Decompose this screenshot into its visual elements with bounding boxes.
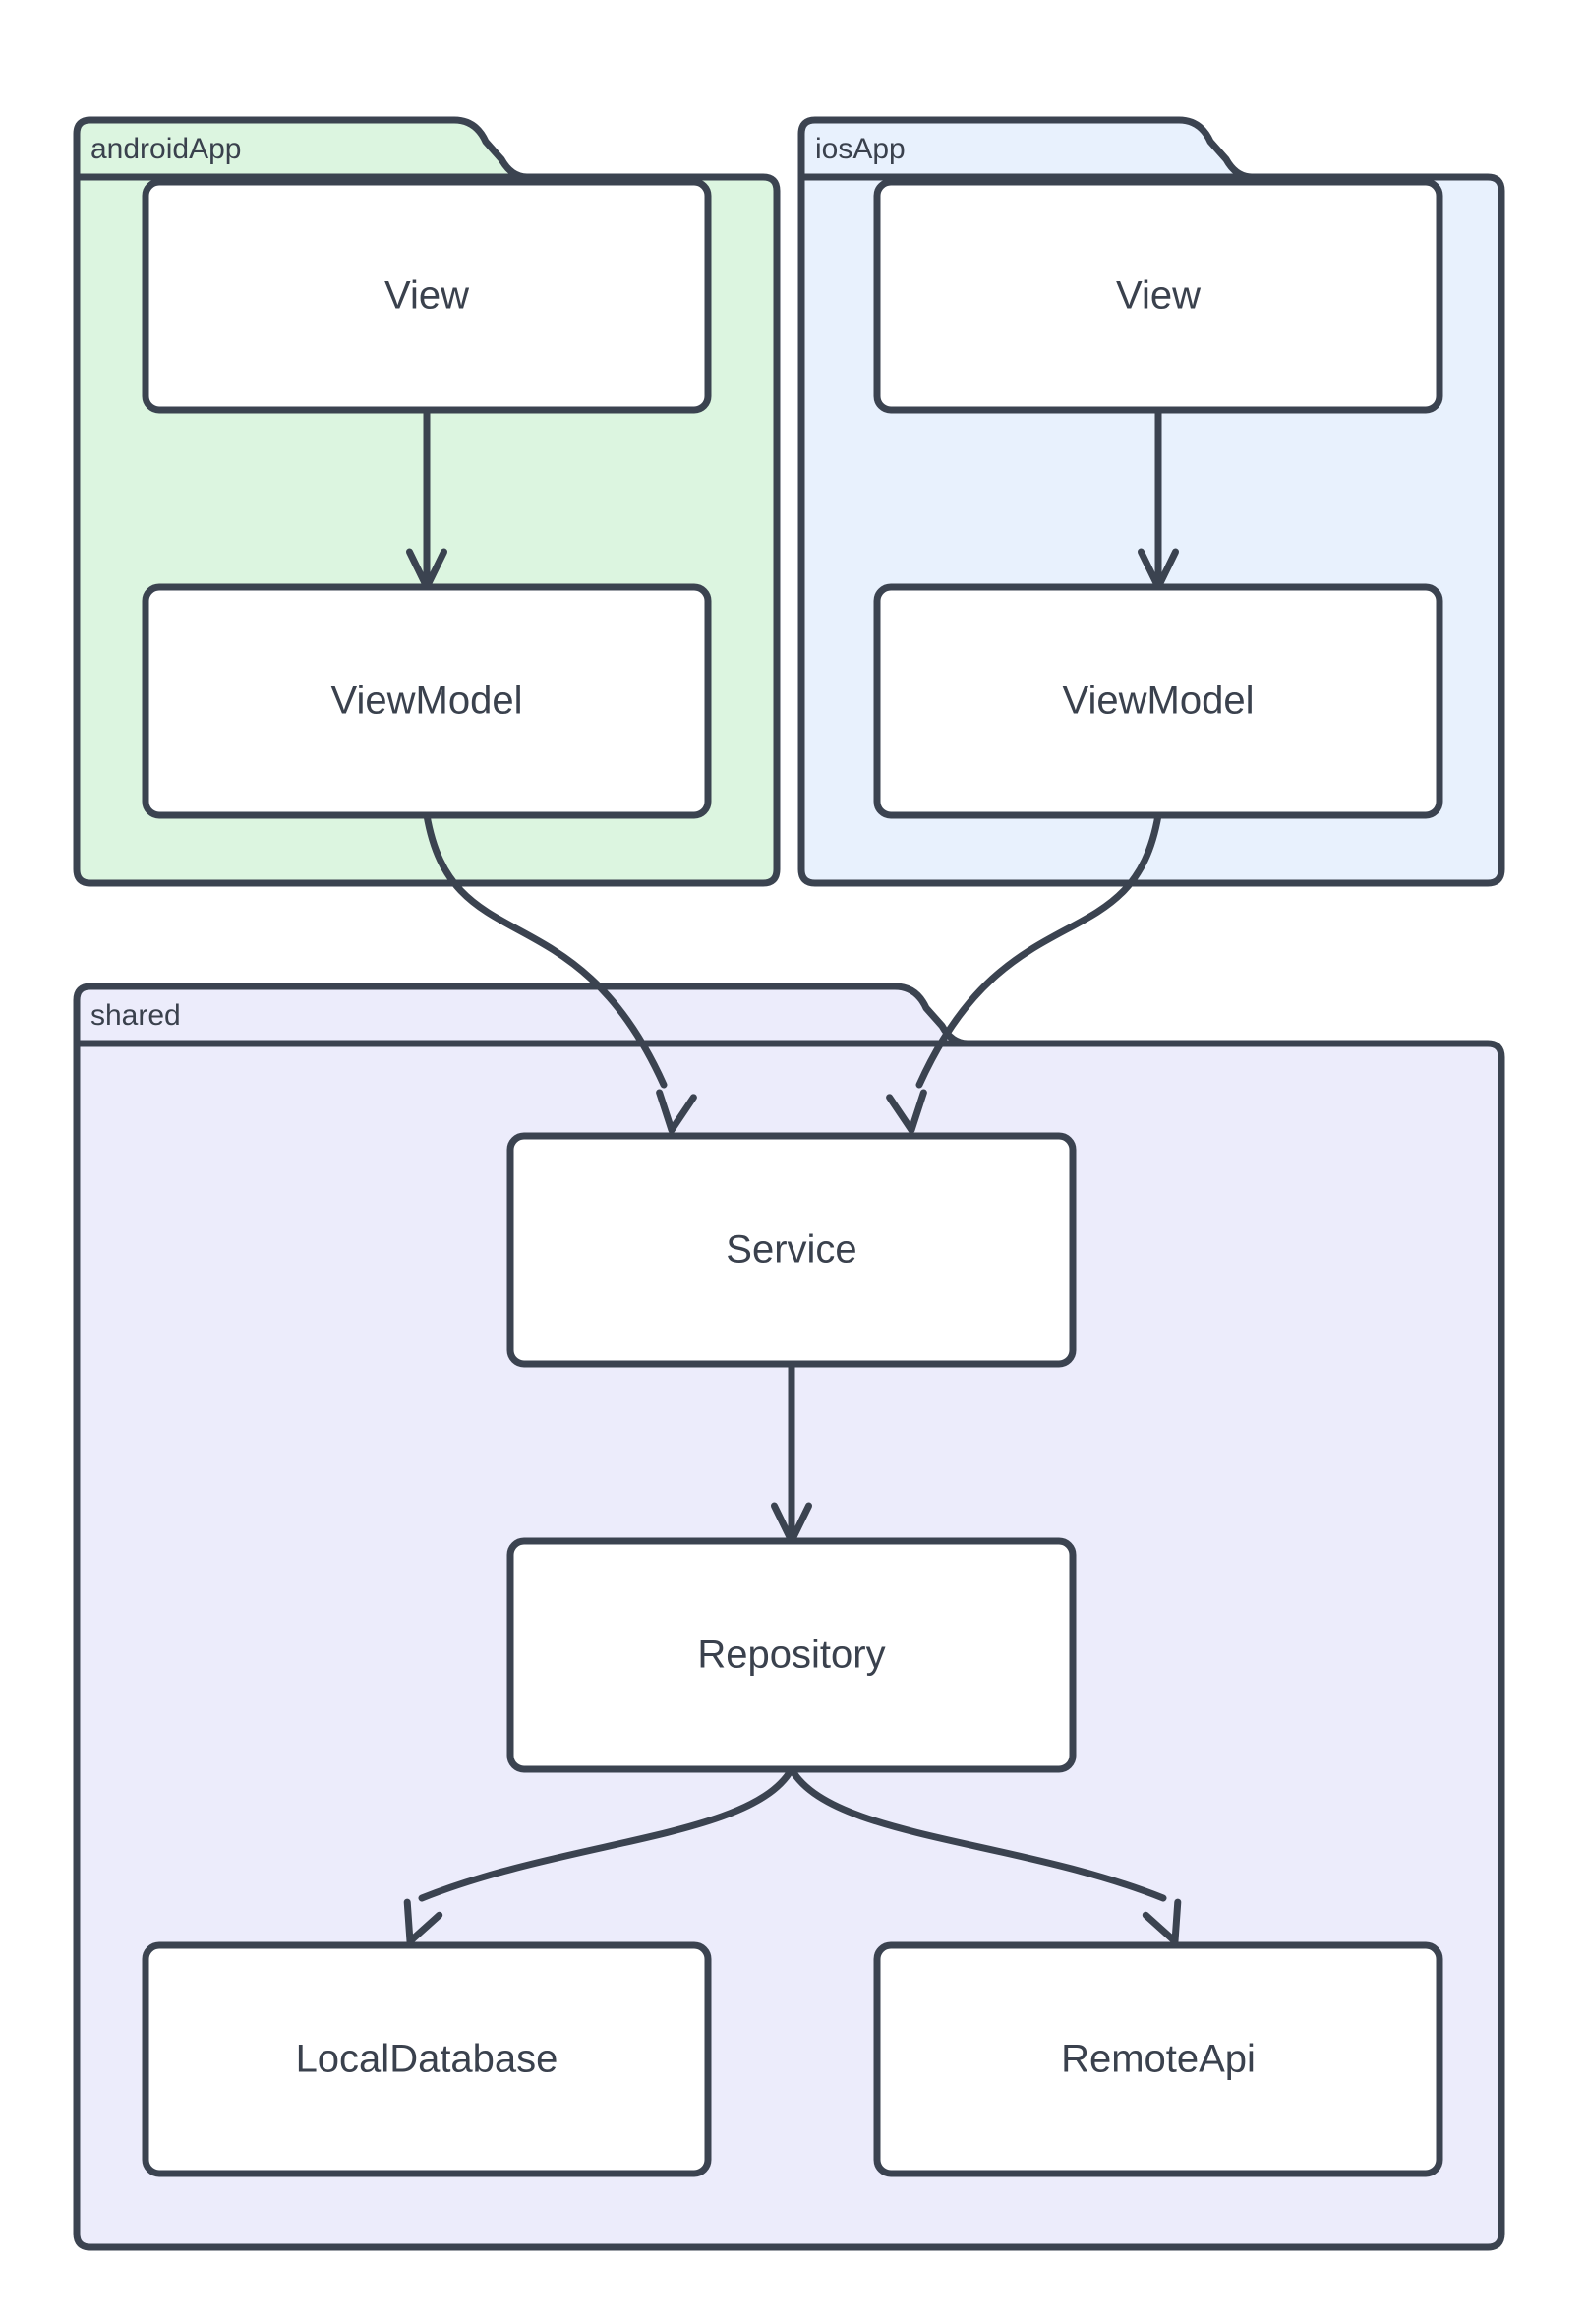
node-android-view-box bbox=[142, 178, 712, 414]
edge-repository-to-remoteapi-line bbox=[788, 1765, 1167, 1902]
node-ios-view-box bbox=[873, 178, 1443, 414]
node-localdatabase-box bbox=[142, 1941, 712, 2177]
node-android-viewmodel[interactable]: ViewModel bbox=[142, 583, 712, 819]
edge-android-viewmodel-to-service-line bbox=[423, 811, 668, 1089]
node-ios-viewmodel-label: ViewModel bbox=[1063, 680, 1255, 723]
edge-ios-viewmodel-to-service-arrowhead-icon bbox=[886, 1089, 927, 1134]
node-service-label: Service bbox=[726, 1228, 856, 1272]
edge-repository-to-localdatabase-arrowhead-icon bbox=[403, 1898, 443, 1945]
node-service-box bbox=[506, 1132, 1077, 1368]
node-ios-view-label: View bbox=[1116, 274, 1201, 318]
cluster-shared-tab bbox=[73, 983, 971, 1047]
edge-repository-to-remoteapi[interactable] bbox=[788, 1765, 1182, 1945]
node-ios-view[interactable]: View bbox=[873, 178, 1443, 414]
edge-ios-viewmodel-to-service[interactable] bbox=[886, 811, 1162, 1134]
edge-repository-to-localdatabase[interactable] bbox=[403, 1765, 795, 1945]
edge-repository-to-remoteapi-arrowhead-icon bbox=[1142, 1898, 1182, 1945]
node-remoteapi-label: RemoteApi bbox=[1061, 2038, 1256, 2081]
node-android-viewmodel-label: ViewModel bbox=[331, 680, 523, 723]
node-repository-box bbox=[506, 1537, 1077, 1773]
node-android-view-label: View bbox=[384, 274, 469, 318]
node-android-view[interactable]: View bbox=[142, 178, 712, 414]
node-remoteapi[interactable]: RemoteApi bbox=[873, 1941, 1443, 2177]
cluster-shared-label: shared bbox=[90, 999, 181, 1032]
node-ios-viewmodel-box bbox=[873, 583, 1443, 819]
edge-android-viewmodel-to-service[interactable] bbox=[423, 811, 697, 1134]
node-localdatabase-label: LocalDatabase bbox=[296, 2038, 558, 2081]
cluster-iosApp-tab bbox=[797, 116, 1256, 181]
cluster-androidApp-tab bbox=[73, 116, 531, 181]
node-service[interactable]: Service bbox=[506, 1132, 1077, 1368]
edge-ios-viewmodel-to-service-line bbox=[915, 811, 1162, 1089]
cluster-iosApp-label: iosApp bbox=[815, 133, 906, 165]
node-localdatabase[interactable]: LocalDatabase bbox=[142, 1941, 712, 2177]
node-ios-viewmodel[interactable]: ViewModel bbox=[873, 583, 1443, 819]
edge-repository-to-localdatabase-line bbox=[418, 1765, 795, 1902]
node-android-viewmodel-box bbox=[142, 583, 712, 819]
node-repository-label: Repository bbox=[697, 1634, 885, 1677]
node-repository[interactable]: Repository bbox=[506, 1537, 1077, 1773]
edge-android-viewmodel-to-service-arrowhead-icon bbox=[656, 1089, 697, 1134]
cluster-androidApp-label: androidApp bbox=[90, 133, 241, 165]
node-remoteapi-box bbox=[873, 1941, 1443, 2177]
